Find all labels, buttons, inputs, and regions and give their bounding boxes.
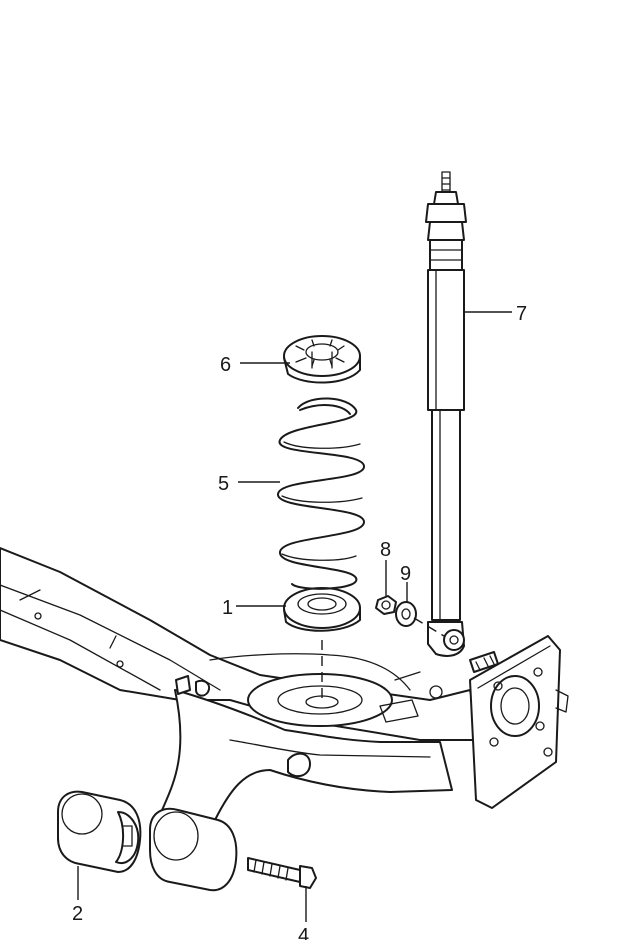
coil-spring-part-5 xyxy=(277,397,365,590)
callout-1: 1 xyxy=(222,597,233,619)
nut-part-8 xyxy=(375,595,397,615)
rear-axle-beam xyxy=(0,547,569,821)
shock-absorber-part-7 xyxy=(425,171,467,657)
callout-4: 4 xyxy=(298,925,309,940)
callout-9: 9 xyxy=(400,563,411,585)
callout-7: 7 xyxy=(516,303,527,325)
callout-8: 8 xyxy=(380,539,391,561)
callout-5: 5 xyxy=(218,473,229,495)
lower-spring-seat-part-1 xyxy=(283,587,361,632)
callout-6: 6 xyxy=(220,354,231,376)
callout-2: 2 xyxy=(72,903,83,925)
washer-part-9 xyxy=(395,601,417,627)
arm-bushing xyxy=(149,807,238,892)
leader-lines xyxy=(77,311,512,922)
bushing-part-2 xyxy=(57,790,142,873)
bolt-part-4 xyxy=(247,857,317,889)
upper-spring-seat-part-6 xyxy=(283,335,361,384)
bolt-axis-line xyxy=(413,617,445,637)
